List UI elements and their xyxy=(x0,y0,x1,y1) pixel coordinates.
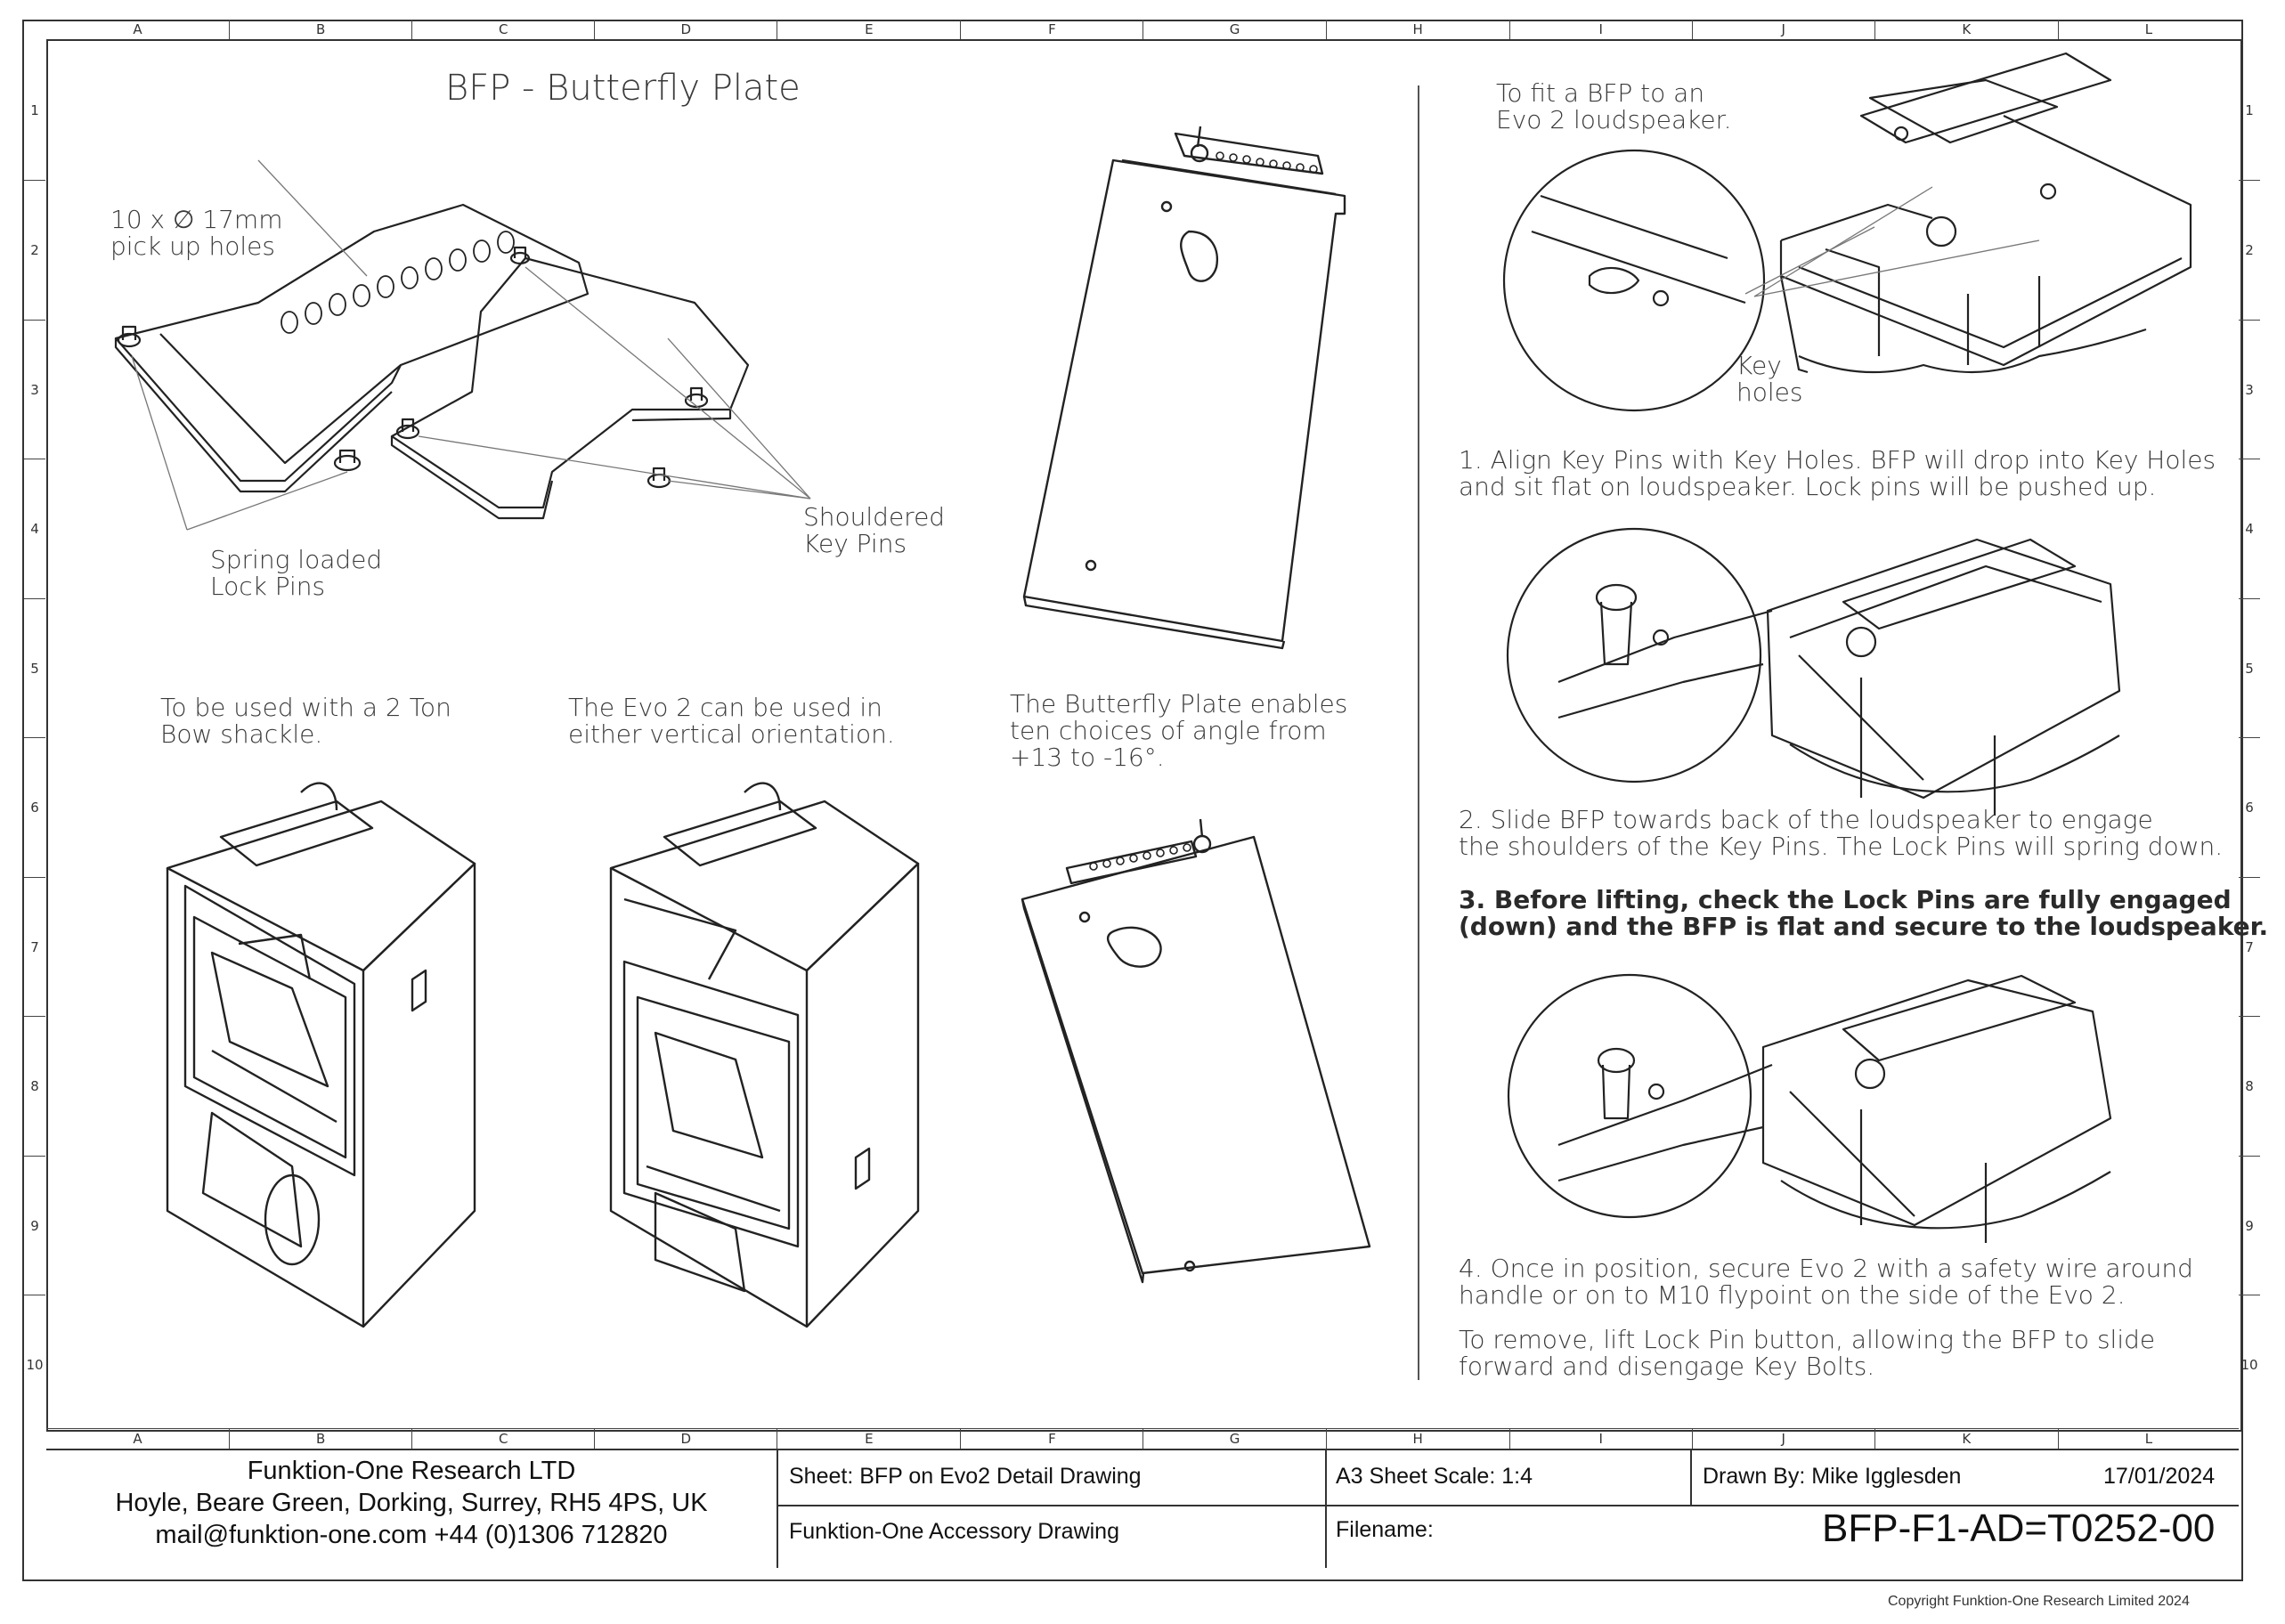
section-divider xyxy=(1418,85,1419,1380)
row-labels-right: 1 2 3 4 5 6 7 8 9 10 xyxy=(2239,41,2260,1434)
outer-border xyxy=(22,20,2243,1581)
title-block-divider-1 xyxy=(777,1449,778,1568)
col-label: C xyxy=(412,20,596,39)
row-label: 7 xyxy=(2239,878,2260,1017)
col-label: G xyxy=(1143,1429,1327,1449)
step3-illustration xyxy=(1505,976,2182,1243)
speaker-side-top-illustration xyxy=(1015,116,1354,650)
row-label: 10 xyxy=(2240,1357,2258,1373)
bfp-plate-illustration xyxy=(80,178,1006,534)
company-contact: mail@funktion-one.com +44 (0)1306 712820 xyxy=(155,1521,668,1549)
row-label: 3 xyxy=(2239,321,2260,459)
row-label: 9 xyxy=(24,1157,45,1295)
col-label: H xyxy=(1327,1429,1510,1449)
col-label: F xyxy=(961,1429,1144,1449)
callout-spring-lock-pins: Spring loaded Lock Pins xyxy=(210,545,383,601)
col-label: E xyxy=(777,20,962,39)
callout-pickup-holes: 10 x ∅ 17mm pick up holes xyxy=(110,205,283,261)
title-block-hline xyxy=(777,1505,2239,1506)
col-label: G xyxy=(1143,20,1327,39)
caption-orientation: The Evo 2 can be used in either vertical… xyxy=(568,693,895,749)
drawing-number: BFP-F1-AD=T0252-00 xyxy=(1822,1506,2216,1550)
drawn-by: Drawn By: Mike Igglesden xyxy=(1703,1464,1962,1489)
row-label: 5 xyxy=(24,599,45,738)
removal-text: To remove, lift Lock Pin button, allowin… xyxy=(1459,1325,2156,1381)
row-label: 6 xyxy=(24,738,45,878)
row-label: 10 xyxy=(26,1357,44,1373)
col-label: L xyxy=(2144,1431,2153,1447)
caption-shackle: To be used with a 2 Ton Bow shackle. xyxy=(160,693,451,749)
step1-text: 1. Align Key Pins with Key Holes. BFP wi… xyxy=(1459,445,2216,501)
column-labels-bottom: A B C D E F G H I J K L xyxy=(46,1428,2239,1449)
sheet-title: Sheet: BFP on Evo2 Detail Drawing xyxy=(789,1464,1142,1489)
company-name: Funktion-One Research LTD xyxy=(247,1457,576,1485)
row-label: 8 xyxy=(24,1017,45,1157)
filename-label: Filename: xyxy=(1336,1517,1434,1542)
col-label: H xyxy=(1327,20,1510,39)
row-labels-left: 1 2 3 4 5 6 7 8 9 10 xyxy=(24,41,45,1434)
step1-illustration xyxy=(1505,62,2200,427)
row-label: 2 xyxy=(24,181,45,321)
col-label: D xyxy=(595,20,778,39)
col-label: K xyxy=(1875,1429,2059,1449)
callout-key-pins: Shouldered Key Pins xyxy=(803,502,946,558)
col-label: C xyxy=(412,1429,596,1449)
step4-text: 4. Once in position, secure Evo 2 with a… xyxy=(1459,1254,2193,1310)
col-label: E xyxy=(777,1429,962,1449)
row-label: 8 xyxy=(2239,1017,2260,1157)
row-label: 9 xyxy=(2239,1157,2260,1295)
col-label: J xyxy=(1693,1429,1875,1449)
col-label: F xyxy=(961,20,1144,39)
row-label: 3 xyxy=(24,321,45,459)
row-label: 2 xyxy=(2239,181,2260,321)
row-label: 5 xyxy=(2239,599,2260,738)
fit-intro-text: To fit a BFP to an Evo 2 loudspeaker. xyxy=(1496,78,1732,134)
step2-text: 2. Slide BFP towards back of the loudspe… xyxy=(1459,805,2224,861)
row-label: 1 xyxy=(24,41,45,181)
column-labels-top: A B C D E F G H I J K L xyxy=(46,20,2239,39)
col-label: I xyxy=(1510,1429,1693,1449)
company-address: Hoyle, Beare Green, Dorking, Surrey, RH5… xyxy=(115,1489,708,1517)
speaker-side-bottom-illustration xyxy=(1013,828,1387,1273)
step2-illustration xyxy=(1505,531,2182,887)
col-label: B xyxy=(230,20,413,39)
col-label: I xyxy=(1510,20,1693,39)
step3-warning-text: 3. Before lifting, check the Lock Pins a… xyxy=(1459,885,2269,941)
row-label: 6 xyxy=(2239,738,2260,878)
col-label: A xyxy=(46,1429,231,1449)
col-label: B xyxy=(230,1429,413,1449)
row-label: 4 xyxy=(2239,459,2260,599)
title-block xyxy=(46,1449,2239,1570)
caption-angles: The Butterfly Plate enables ten choices … xyxy=(1010,689,1348,772)
col-label: D xyxy=(595,1429,778,1449)
col-label: K xyxy=(1875,20,2059,39)
row-label: 4 xyxy=(24,459,45,599)
drawing-title: BFP - Butterfly Plate xyxy=(445,68,801,109)
sheet-scale: A3 Sheet Scale: 1:4 xyxy=(1336,1464,1533,1489)
col-label: A xyxy=(46,20,231,39)
row-label: 1 xyxy=(2239,41,2260,181)
callout-key-holes: Key holes xyxy=(1736,351,1803,407)
title-block-divider-3 xyxy=(1690,1449,1692,1506)
drawing-date: 17/01/2024 xyxy=(2103,1464,2216,1489)
col-label: J xyxy=(1693,20,1875,39)
col-label: L xyxy=(2144,21,2153,37)
title-block-divider-2 xyxy=(1325,1449,1327,1568)
drawing-border xyxy=(46,39,2242,1432)
drawing-category: Funktion-One Accessory Drawing xyxy=(789,1519,1119,1544)
copyright-notice: Copyright Funktion-One Research Limited … xyxy=(1888,1594,2190,1609)
row-label: 7 xyxy=(24,878,45,1017)
evo2-speaker-illustration-2 xyxy=(602,784,940,1336)
evo2-speaker-illustration-1 xyxy=(159,784,497,1336)
